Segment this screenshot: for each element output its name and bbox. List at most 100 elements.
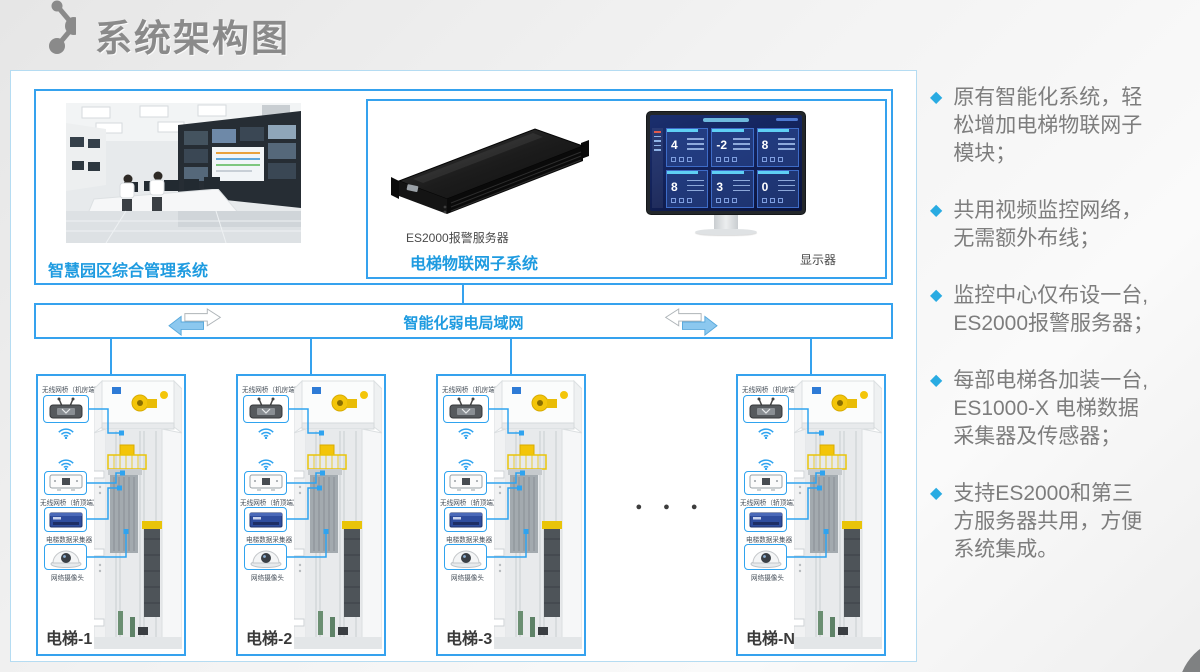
data-collector-label: 电梯数据采集器 bbox=[246, 536, 293, 544]
monitor-card: 8 bbox=[756, 128, 799, 167]
camera-icon bbox=[444, 544, 487, 570]
bridge-cartop-label: 无线网桥（轿顶端） bbox=[40, 499, 100, 507]
camera-label: 网络摄像头 bbox=[51, 574, 84, 582]
elevator-name: 电梯-2 bbox=[246, 631, 293, 648]
wifi-icon bbox=[58, 428, 74, 439]
camera-label: 网络摄像头 bbox=[751, 574, 784, 582]
bridge-cartop-label: 无线网桥（轿顶端） bbox=[740, 499, 800, 507]
diamond-bullet-icon: ◆ bbox=[930, 287, 943, 304]
subsystem-label: 电梯物联网子系统 bbox=[410, 256, 539, 273]
bridge-machine-label: 无线网桥（机房端） bbox=[42, 386, 102, 394]
bullet-item: ◆ 共用视频监控网络， 无需额外布线； bbox=[930, 197, 1196, 253]
wifi-icon bbox=[458, 428, 474, 439]
connector-line bbox=[510, 339, 512, 374]
monitor-card: 4 bbox=[666, 128, 709, 167]
diamond-bullet-icon: ◆ bbox=[930, 372, 943, 389]
elevator-box: 无线网桥（机房端） bbox=[436, 374, 586, 656]
elevator-shaft-image bbox=[494, 379, 582, 649]
monitor-card: 0 bbox=[756, 169, 799, 208]
connector-line bbox=[462, 285, 464, 303]
wifi-icon bbox=[758, 459, 774, 470]
camera-label: 网络摄像头 bbox=[251, 574, 284, 582]
camera-icon bbox=[744, 544, 787, 570]
wireless-bridge-machine-icon bbox=[443, 395, 489, 423]
bullet-item: ◆ 原有智能化系统，轻 松增加电梯物联网子 模块； bbox=[930, 84, 1196, 168]
es2000-server-image bbox=[391, 128, 589, 214]
slide-header: 系统架构图 bbox=[0, 0, 920, 70]
management-system-label: 智慧园区综合管理系统 bbox=[48, 263, 209, 280]
wireless-bridge-cartop-icon bbox=[444, 471, 487, 495]
wifi-icon bbox=[258, 428, 274, 439]
data-collector-label: 电梯数据采集器 bbox=[46, 536, 93, 544]
page-title: 系统架构图 bbox=[95, 18, 290, 59]
top-systems-box: 智慧园区综合管理系统 bbox=[34, 89, 893, 285]
dashboard-titlebar bbox=[703, 118, 749, 122]
network-label: 智能化弱电局域网 bbox=[403, 315, 524, 332]
monitor-base bbox=[695, 229, 757, 235]
wireless-bridge-machine-icon bbox=[243, 395, 289, 423]
elevator-shaft-image bbox=[294, 379, 382, 649]
bullet-item: ◆ 监控中心仅布设一台, ES2000报警服务器； bbox=[930, 282, 1196, 338]
monitor-card: 3 bbox=[711, 169, 754, 208]
bridge-cartop-label: 无线网桥（轿顶端） bbox=[440, 499, 500, 507]
bullet-text: 共用视频监控网络， 无需额外布线； bbox=[953, 199, 1143, 250]
monitor-card: 8 bbox=[666, 169, 709, 208]
monitor-stand bbox=[714, 215, 738, 229]
data-collector-label: 电梯数据采集器 bbox=[446, 536, 493, 544]
bridge-machine-label: 无线网桥（机房端） bbox=[442, 386, 502, 394]
wireless-bridge-cartop-icon bbox=[744, 471, 787, 495]
camera-icon bbox=[44, 544, 87, 570]
wifi-icon bbox=[258, 459, 274, 470]
bridge-cartop-label: 无线网桥（轿顶端） bbox=[240, 499, 300, 507]
dashboard-menu bbox=[776, 118, 798, 121]
elevator-shaft-image bbox=[94, 379, 182, 649]
elevator-name: 电梯-3 bbox=[446, 631, 493, 648]
wireless-bridge-cartop-icon bbox=[44, 471, 87, 495]
bullet-text: 每部电梯各加装一台, ES1000-X 电梯数据 采集器及传感器； bbox=[953, 369, 1149, 448]
wifi-icon bbox=[58, 459, 74, 470]
connector-line bbox=[110, 339, 112, 374]
bullet-text: 原有智能化系统，轻 松增加电梯物联网子 模块； bbox=[953, 86, 1143, 165]
bidirectional-arrows-icon bbox=[664, 308, 718, 336]
bridge-machine-label: 无线网桥（机房端） bbox=[742, 386, 802, 394]
ellipsis: ● ● ● bbox=[635, 501, 707, 513]
diagram-panel: 智慧园区综合管理系统 bbox=[10, 70, 917, 662]
bullet-text: 支持ES2000和第三 方服务器共用，方便 系统集成。 bbox=[953, 482, 1143, 561]
wireless-bridge-machine-icon bbox=[743, 395, 789, 423]
data-collector-icon bbox=[44, 507, 87, 532]
dashboard-sidebar bbox=[652, 128, 663, 208]
bidirectional-arrows-icon bbox=[168, 308, 222, 336]
server-caption: ES2000报警服务器 bbox=[406, 231, 509, 245]
data-collector-icon bbox=[444, 507, 487, 532]
network-bar: 智能化弱电局域网 bbox=[34, 303, 893, 339]
elevator-name: 电梯-1 bbox=[46, 631, 93, 648]
bullet-item: ◆ 支持ES2000和第三 方服务器共用，方便 系统集成。 bbox=[930, 480, 1196, 564]
diamond-bullet-icon: ◆ bbox=[930, 485, 943, 502]
diamond-bullet-icon: ◆ bbox=[930, 202, 943, 219]
monitor-caption: 显示器 bbox=[800, 253, 837, 267]
bullet-item: ◆ 每部电梯各加装一台, ES1000-X 电梯数据 采集器及传感器； bbox=[930, 367, 1196, 451]
bridge-machine-label: 无线网桥（机房端） bbox=[242, 386, 302, 394]
wifi-icon bbox=[758, 428, 774, 439]
bullet-text: 监控中心仅布设一台, ES2000报警服务器； bbox=[953, 284, 1155, 335]
monitor-card: -2 bbox=[711, 128, 754, 167]
corner-decoration bbox=[1178, 638, 1200, 672]
data-collector-icon bbox=[744, 507, 787, 532]
diamond-bullet-icon: ◆ bbox=[930, 89, 943, 106]
elevator-box: 无线网桥（机房端） bbox=[36, 374, 186, 656]
wireless-bridge-machine-icon bbox=[43, 395, 89, 423]
share-network-icon bbox=[49, 0, 76, 54]
wifi-icon bbox=[458, 459, 474, 470]
connector-line bbox=[810, 339, 812, 374]
control-room-photo bbox=[66, 103, 301, 243]
data-collector-label: 电梯数据采集器 bbox=[746, 536, 793, 544]
elevator-shaft-image bbox=[794, 379, 882, 649]
elevator-name: 电梯-N bbox=[746, 631, 795, 648]
elevator-box: 无线网桥（机房端） bbox=[236, 374, 386, 656]
elevator-box: 无线网桥（机房端） bbox=[736, 374, 886, 656]
